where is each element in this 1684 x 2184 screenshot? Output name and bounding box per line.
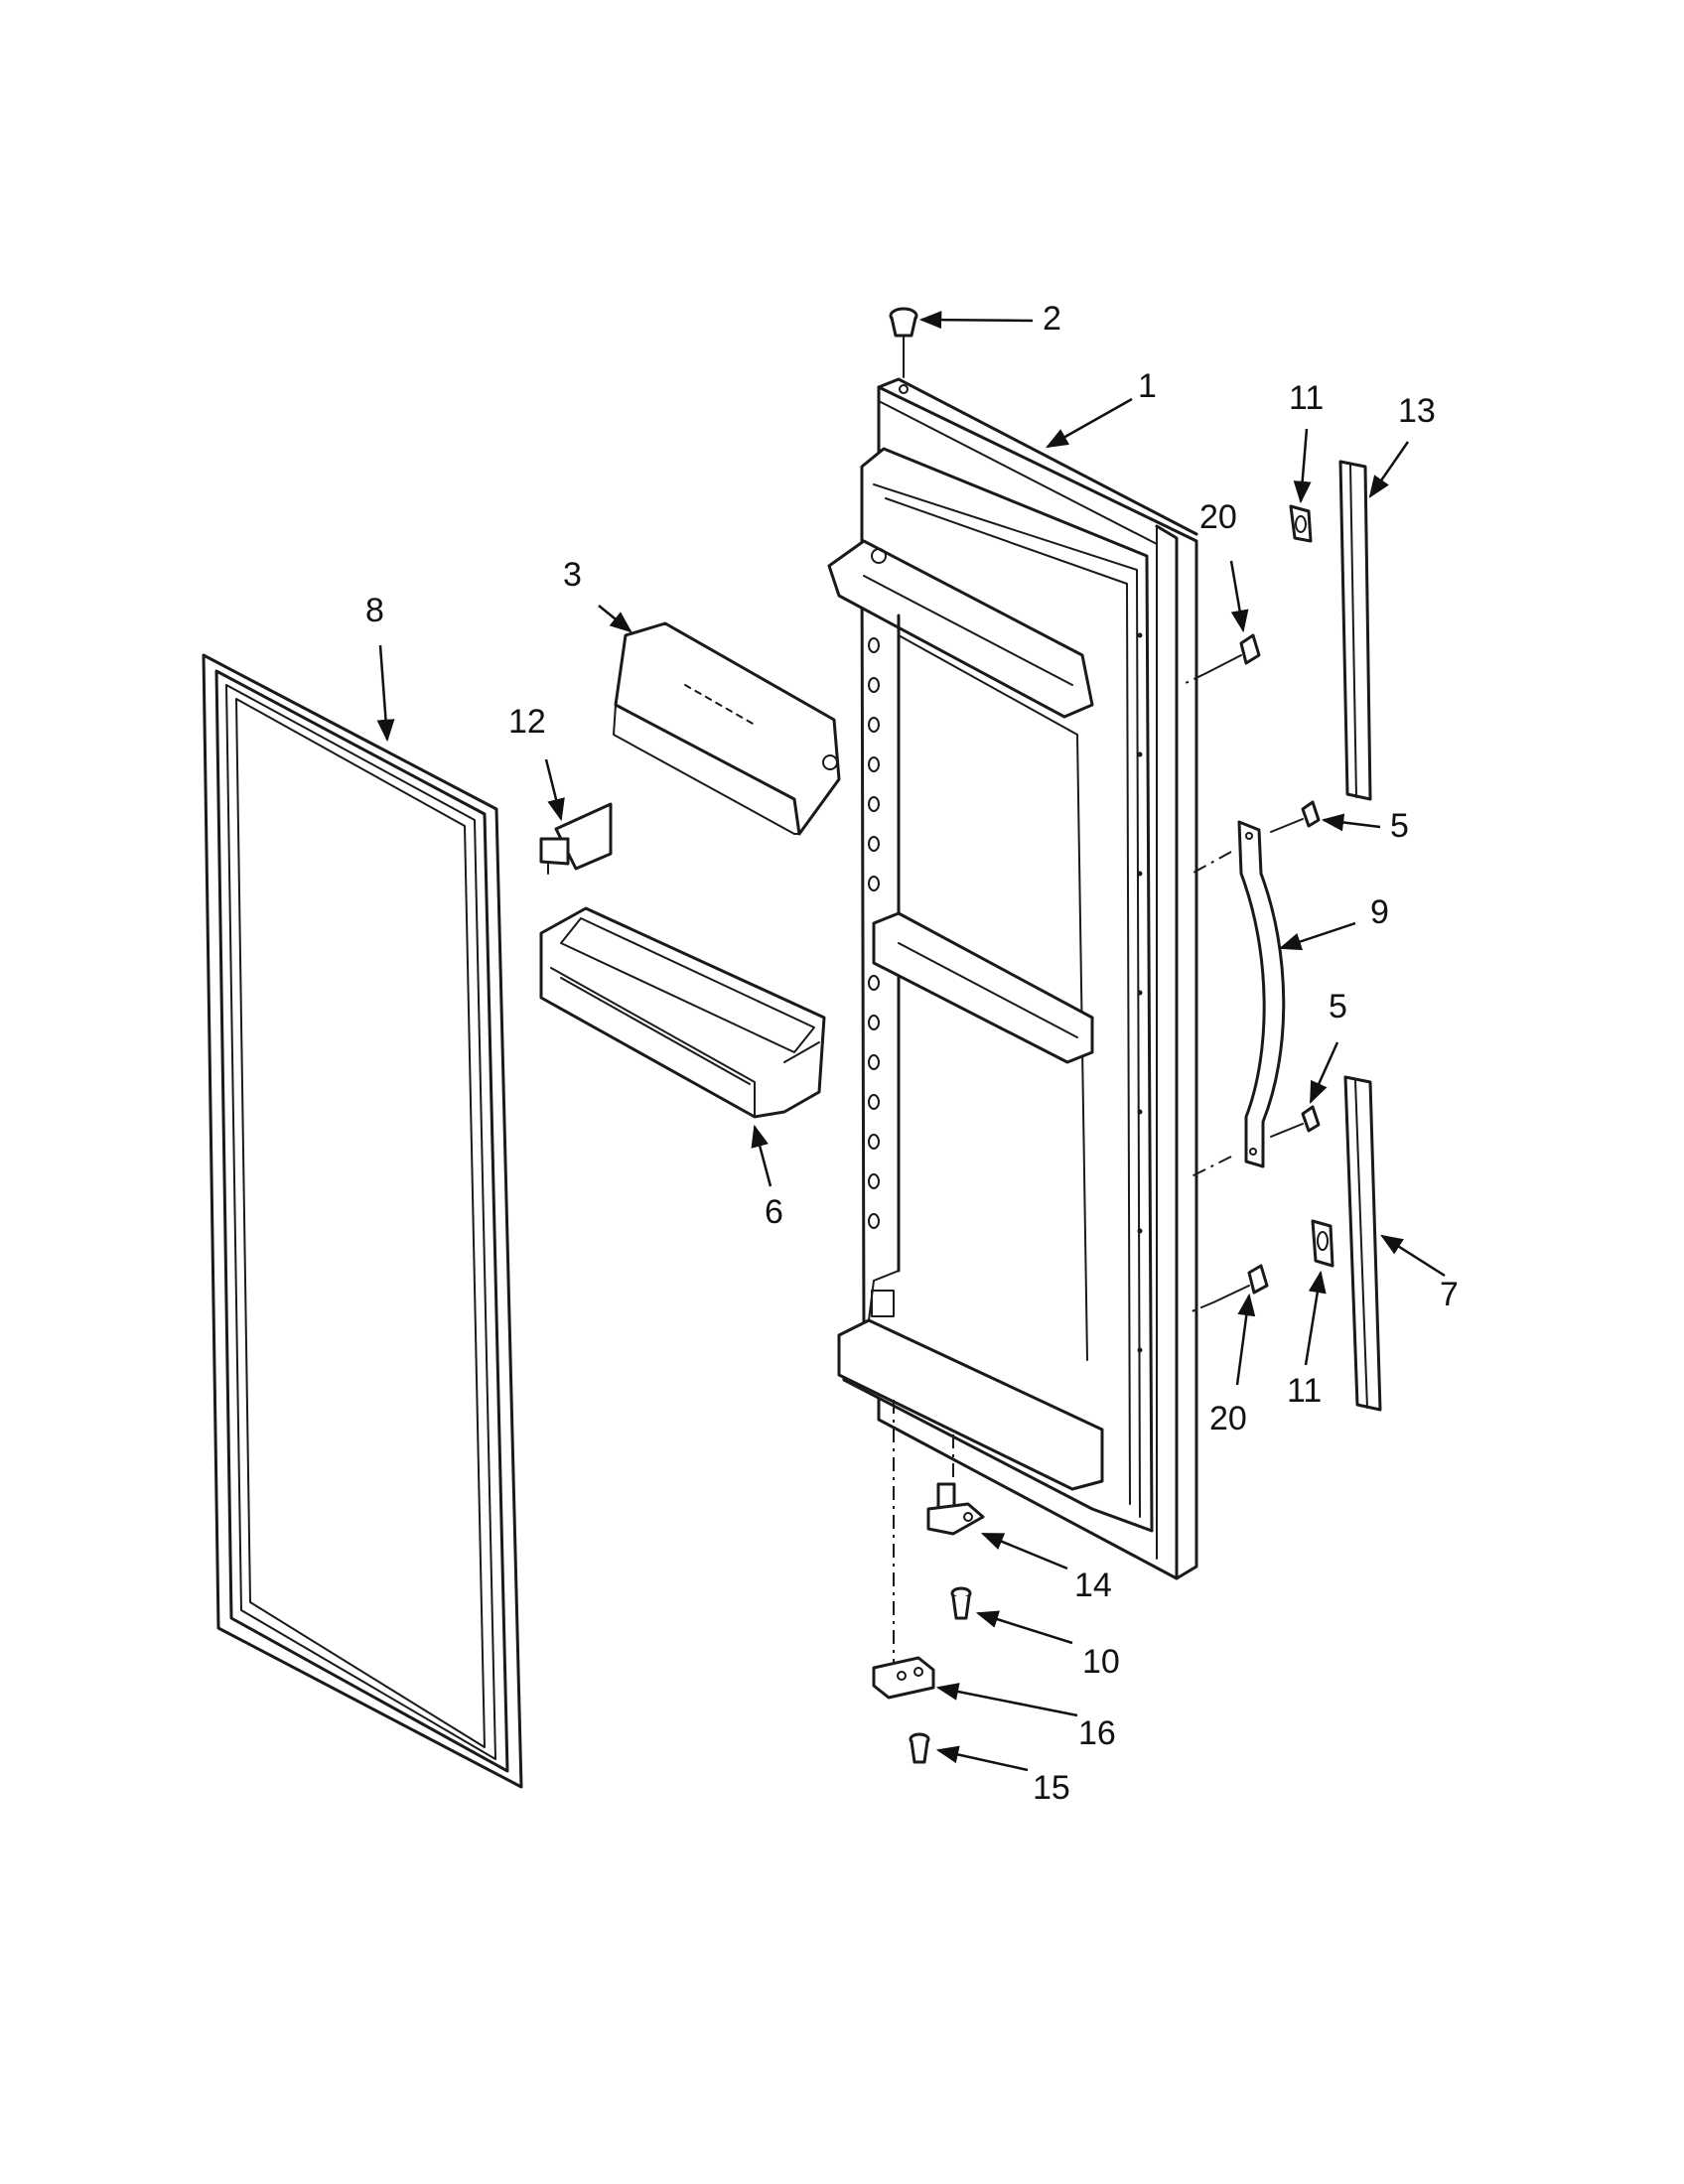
door-edge-dots (1137, 632, 1143, 1353)
callout-1: 1 (1138, 367, 1157, 405)
door-liner-part (827, 377, 1198, 1580)
callout-9: 9 (1370, 893, 1389, 931)
callout-6: 6 (765, 1193, 783, 1231)
hinge-bushing-part (889, 307, 918, 394)
callout-10: 10 (1082, 1643, 1120, 1681)
retainer-clip-part (539, 802, 613, 875)
callout-16: 16 (1078, 1714, 1116, 1752)
callout-5: 5 (1390, 807, 1409, 845)
screw-upper-part (1181, 633, 1261, 686)
trim-clip-lower-part (1311, 1219, 1334, 1268)
lower-trim-strip-part (1343, 1075, 1382, 1412)
callout-7: 7 (1440, 1276, 1459, 1313)
hinge-pin-part (926, 1482, 985, 1536)
leader-lines (376, 311, 1446, 1772)
dairy-door-part (613, 621, 841, 836)
callout-5: 5 (1329, 988, 1347, 1025)
bracket-screw-part (909, 1732, 930, 1764)
callout-14: 14 (1074, 1567, 1112, 1604)
callout-2: 2 (1043, 300, 1061, 338)
hinge-bracket-part (872, 1656, 935, 1700)
callout-20: 20 (1209, 1400, 1247, 1437)
hinge-screw-part (950, 1586, 972, 1620)
callout-15: 15 (1033, 1769, 1070, 1807)
callout-11: 11 (1287, 1372, 1322, 1410)
door-handle-part (1237, 820, 1286, 1168)
door-bin-part (539, 906, 826, 1119)
handle-screw-upper-part (1191, 800, 1321, 875)
callout-12: 12 (508, 703, 546, 741)
callout-13: 13 (1398, 392, 1436, 430)
screw-lower-part (1189, 1264, 1269, 1313)
door-gasket-part (202, 653, 523, 1789)
callout-8: 8 (365, 592, 384, 629)
callout-3: 3 (563, 556, 582, 594)
upper-trim-strip-part (1338, 460, 1372, 801)
callout-20: 20 (1199, 498, 1237, 536)
trim-clip-upper-part (1289, 504, 1313, 543)
handle-screw-lower-part (1191, 1105, 1321, 1177)
callout-labels: 2 1 11 13 20 3 8 12 5 9 5 6 7 11 20 14 1… (365, 300, 1459, 1807)
callout-11: 11 (1289, 379, 1324, 417)
shelf-hole-row (868, 637, 880, 1229)
